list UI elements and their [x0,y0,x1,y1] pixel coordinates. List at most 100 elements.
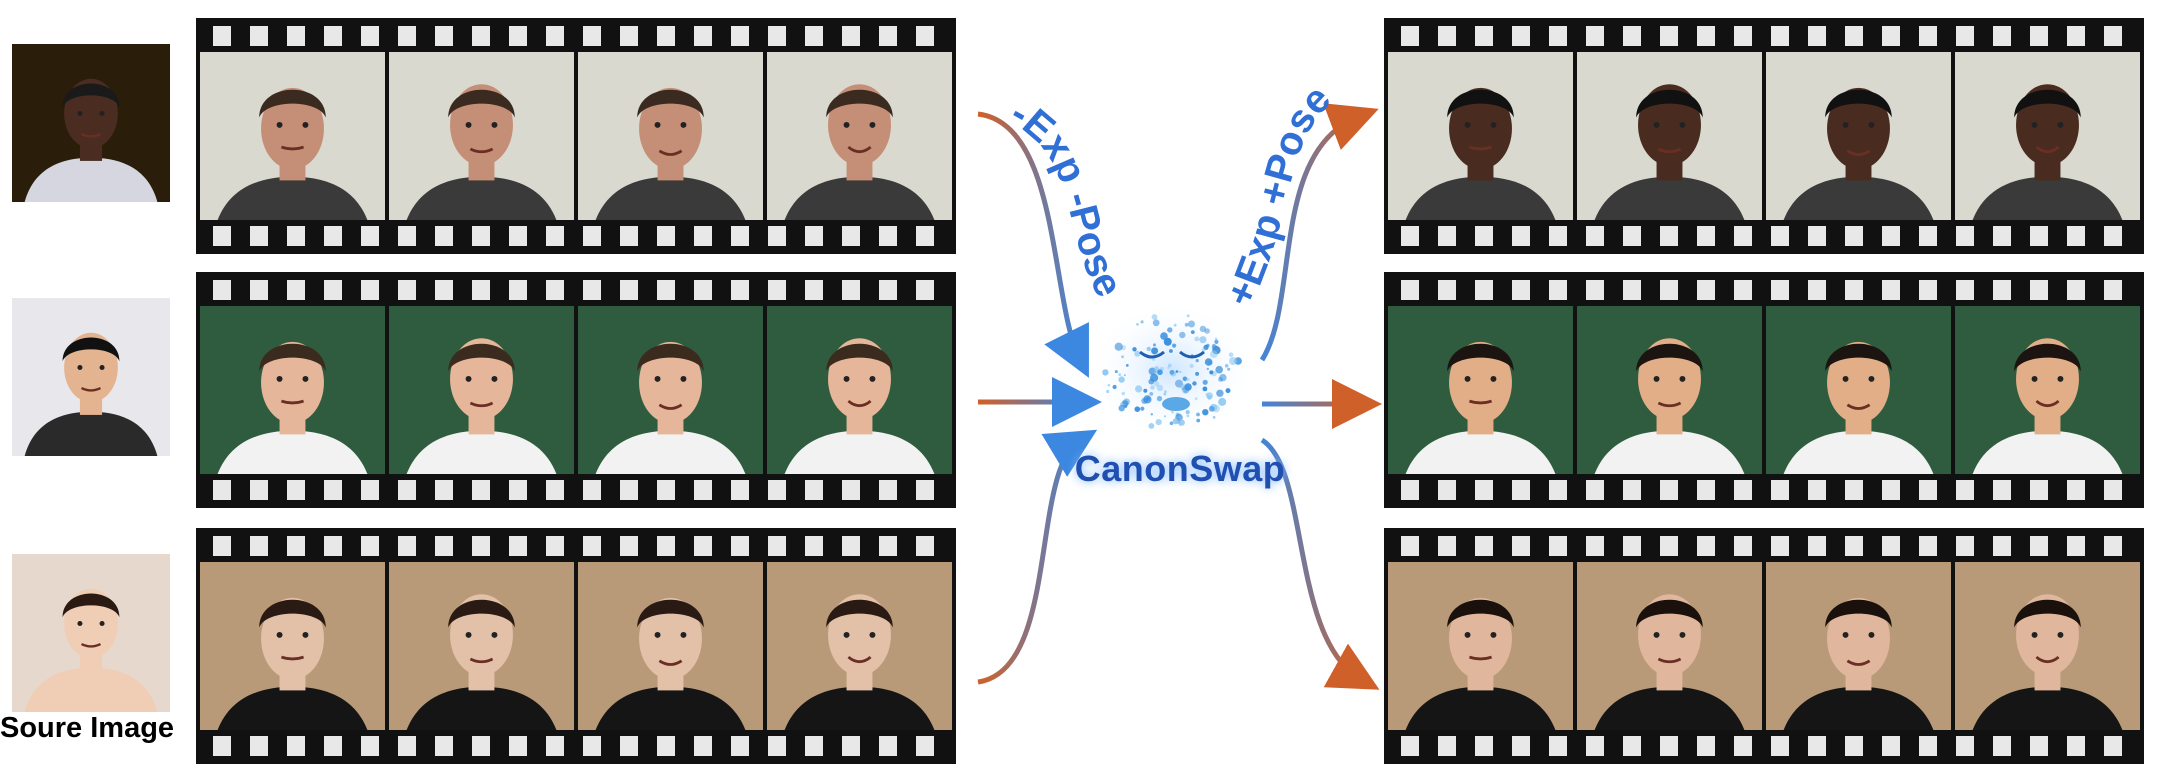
film-perforations [204,226,948,246]
logo-dot [1173,323,1177,327]
source-image-2 [12,298,170,456]
logo-dot [1179,370,1182,373]
output-frame [1766,52,1951,220]
logo-dot [1152,319,1160,327]
logo-dot [1107,384,1111,387]
arrow-out-bottom [1260,437,1380,690]
arrow-in-top [977,111,1089,378]
logo-dot [1123,374,1126,377]
logo-dot [1214,337,1218,340]
logo-dot [1150,413,1154,416]
logo-dot [1182,386,1190,394]
logo-dot [1218,397,1227,406]
logo-dot [1211,344,1217,350]
output-frame [1766,306,1951,474]
left-arc-label: -Exp -Pose [1004,91,1131,304]
logo-dot [1156,384,1164,392]
logo-dot [1196,412,1200,417]
logo-dot [1225,388,1231,394]
logo-dot [1150,385,1155,390]
input-filmstrip-2 [196,272,956,508]
logo-dot [1182,376,1188,382]
logo-dot [1194,397,1198,400]
logo-dot [1124,405,1128,408]
logo-dot [1149,392,1154,396]
input-filmstrip-3 [196,528,956,764]
logo-dot [1215,365,1223,374]
logo-dot [1186,377,1190,382]
output-frame [1955,52,2140,220]
logo-dot [1196,418,1201,423]
logo-dot [1151,314,1158,320]
logo-dot [1195,359,1199,363]
input-frame [767,52,952,220]
logo-dot [1141,397,1148,404]
logo-dot [1118,373,1122,376]
logo-dot [1167,327,1173,333]
logo-dot [1121,391,1126,396]
film-perforations [204,536,948,556]
logo-dot [1208,405,1215,412]
film-perforations [1392,736,2136,756]
output-frame [1388,562,1573,730]
logo-dot [1168,363,1172,368]
right-arc-label: +Exp +Pose [1218,77,1340,313]
logo-dot [1146,346,1152,352]
logo-dot [1188,320,1195,328]
logo-dot [1199,325,1207,333]
film-perforations [1392,226,2136,246]
logo-dot [1153,381,1160,387]
film-perforations [1392,26,2136,46]
logo-dot [1114,370,1118,374]
logo-dot [1148,423,1155,429]
source-image-3 [12,554,170,712]
logo-dot [1157,369,1163,376]
logo-dot [1179,331,1186,339]
logo-dot [1151,347,1159,355]
logo-dot [1156,395,1163,402]
film-perforations [204,26,948,46]
logo-dot [1172,418,1179,425]
film-perforations [204,280,948,300]
input-frame [389,52,574,220]
logo-dot [1132,347,1137,352]
logo-dot [1163,337,1172,346]
output-frame [1955,562,2140,730]
input-frame [767,562,952,730]
output-frame [1388,306,1573,474]
logo-dot [1118,405,1125,412]
logo-dot [1185,410,1190,415]
logo-dot [1218,377,1223,382]
logo-dot [1114,342,1123,351]
input-frame [578,52,763,220]
logo-dot [1228,352,1234,358]
logo-dot [1112,384,1117,390]
input-frame [200,562,385,730]
logo-dot [1118,376,1125,383]
output-frame [1577,52,1762,220]
output-frame [1766,562,1951,730]
logo-dot [1155,419,1162,426]
logo-dot [1212,416,1216,419]
canonswap-title: CanonSwap [1074,448,1286,489]
output-filmstrip-3 [1384,528,2144,764]
source-image-1 [12,44,170,202]
logo-dot [1184,322,1189,327]
logo-dot [1134,406,1141,413]
source-image-label: Soure Image [0,712,175,744]
arrow-in-bottom [977,429,1098,685]
logo-dot [1169,369,1175,375]
logo-dot [1164,415,1166,418]
logo-dot [1189,363,1194,368]
logo-dot [1102,369,1109,376]
input-frame [200,306,385,474]
logo-dot [1199,336,1207,344]
input-filmstrip-1 [196,18,956,254]
logo-dot [1195,371,1200,376]
arrow-out-top [1259,103,1379,362]
logo-dot [1154,366,1159,372]
logo-dot [1190,330,1195,334]
logo-dot [1206,392,1213,399]
logo-dot [1169,421,1174,426]
